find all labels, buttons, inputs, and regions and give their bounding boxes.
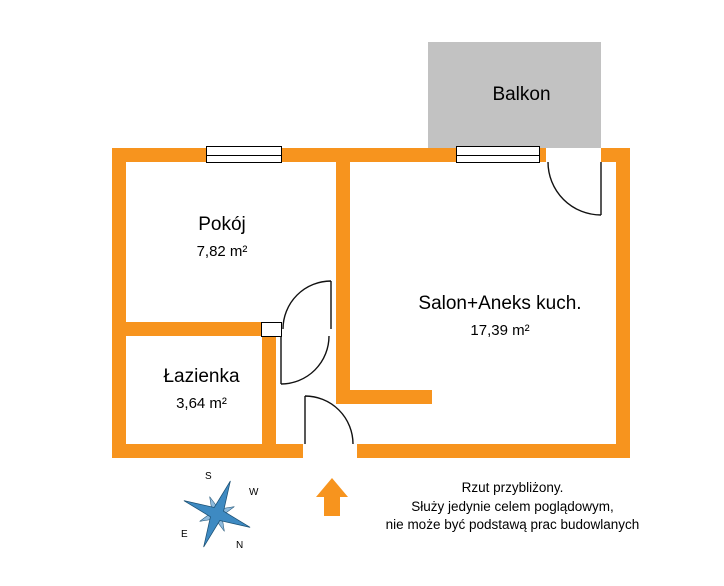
room-label-lazienka: Łazienka 3,64 m² — [124, 366, 279, 412]
room-label-pokoj: Pokój 7,82 m² — [137, 214, 307, 260]
window-pane-line — [457, 154, 539, 156]
balcony-door-arc — [547, 161, 602, 216]
bathroom-door-arc — [280, 335, 330, 385]
room-area: 3,64 m² — [176, 395, 227, 412]
room-label-salon: Salon+Aneks kuch. 17,39 m² — [380, 293, 620, 339]
entrance-arrow-icon — [316, 478, 348, 516]
disclaimer-text: Rzut przybliżony. Służy jedynie celem po… — [380, 479, 645, 535]
wall-bathroom-vertical — [262, 336, 276, 458]
room-area: 7,82 m² — [196, 243, 248, 260]
room-name: Pokój — [198, 214, 246, 235]
window-salon — [456, 146, 540, 163]
disclaimer-line-2: Służy jedynie celem poglądowym, — [411, 498, 614, 514]
balcony-label: Balkon — [492, 84, 551, 105]
compass-label-west: W — [249, 487, 259, 498]
disclaimer-line-1: Rzut przybliżony. — [461, 480, 564, 495]
wall-left — [112, 148, 126, 458]
balcony-area: Balkon — [428, 42, 601, 148]
wall-bottom-left — [112, 444, 303, 458]
room-area: 17,39 m² — [470, 322, 530, 339]
compass-label-east: E — [181, 529, 188, 540]
room-name: Salon+Aneks kuch. — [418, 293, 582, 314]
wall-bottom-right — [357, 444, 630, 458]
wall-salon-stub — [336, 390, 432, 404]
compass-label-south: S — [205, 471, 212, 482]
wall-divider-room-salon — [336, 148, 350, 404]
room-door-arc — [282, 280, 332, 330]
wall-bathroom-horizontal — [112, 322, 261, 336]
door-frame-cap — [261, 322, 282, 337]
compass-rose — [183, 480, 251, 548]
compass-label-north: N — [236, 540, 244, 551]
window-room — [206, 146, 282, 163]
entrance-door-arc — [304, 395, 354, 445]
room-name: Łazienka — [163, 366, 240, 387]
wall-right — [616, 148, 630, 458]
disclaimer-line-3: nie może być podstawą prac budowlanych — [385, 517, 640, 532]
window-pane-line — [207, 154, 281, 156]
compass-main-star — [183, 480, 251, 548]
arrow-shape — [316, 478, 348, 516]
